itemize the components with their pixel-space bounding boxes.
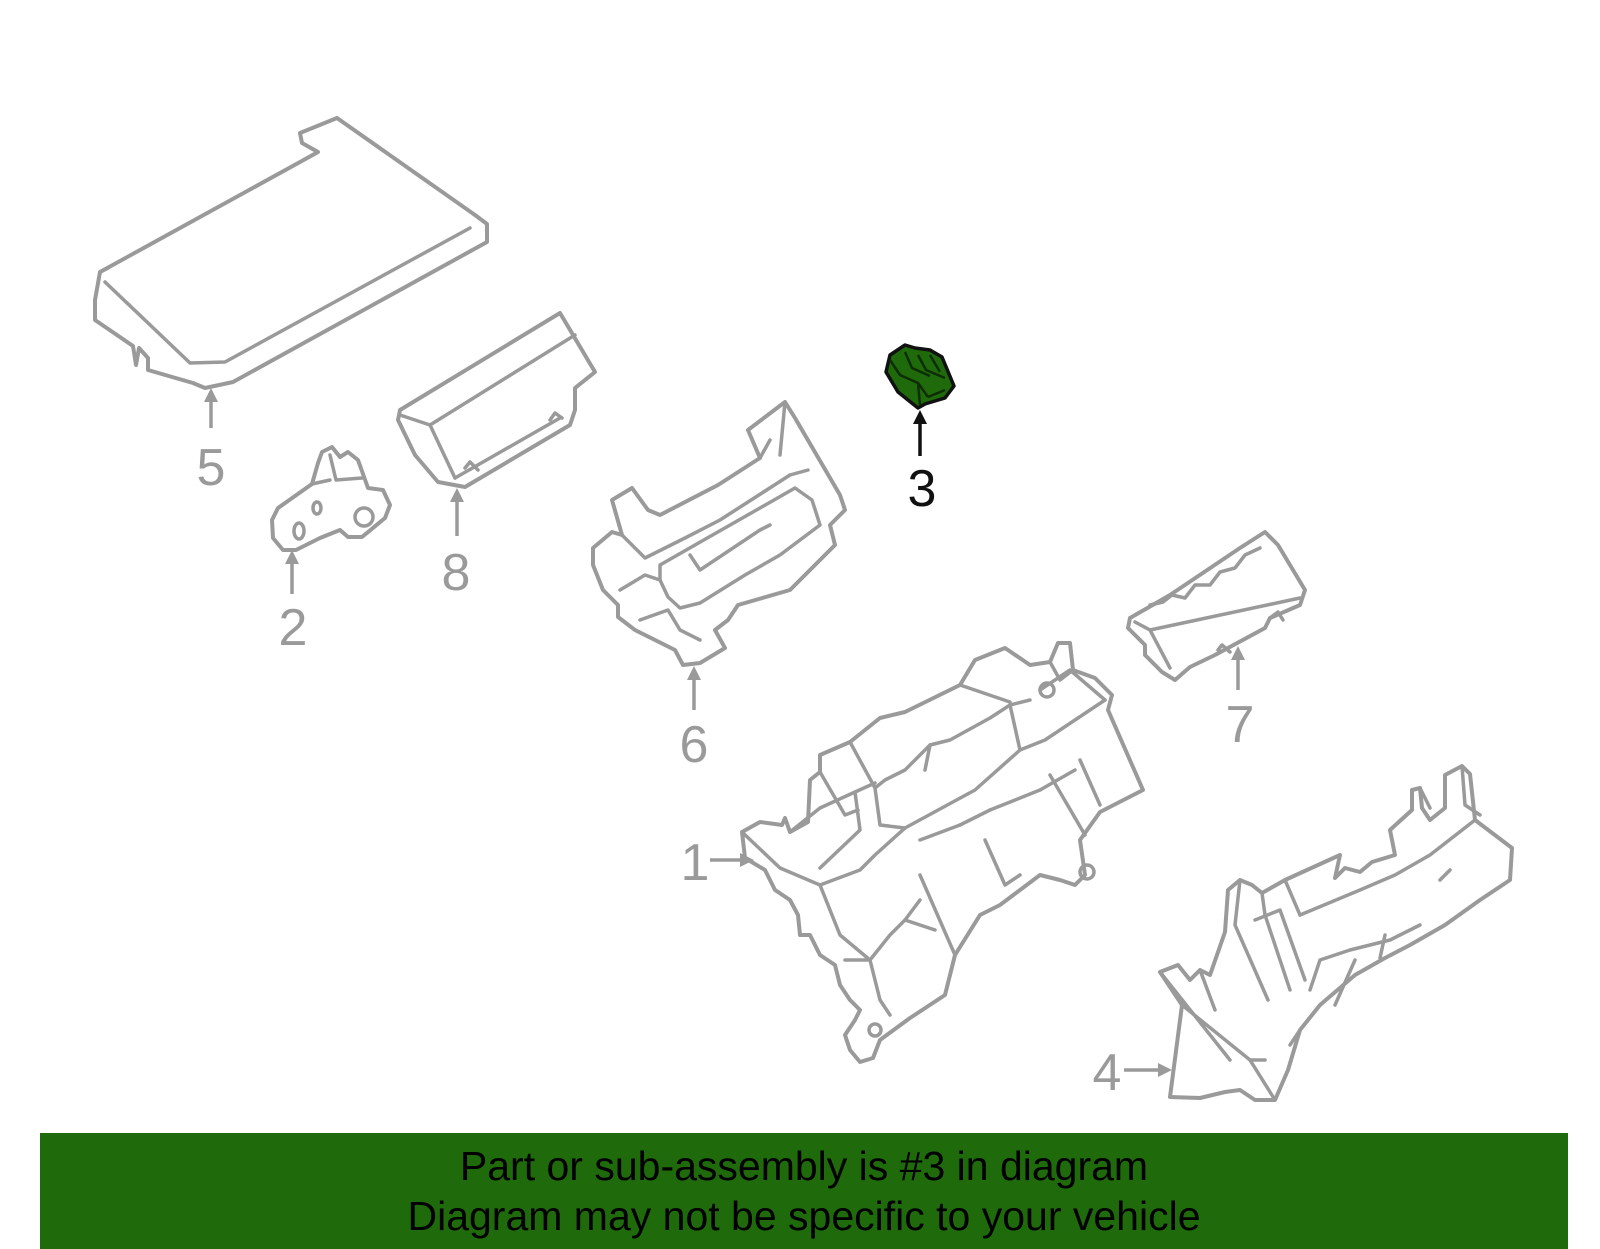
callout-arrow-8 bbox=[450, 488, 464, 536]
callout-arrow-3 bbox=[913, 410, 927, 456]
callout-6: 6 bbox=[680, 716, 709, 774]
callout-arrow-4 bbox=[1124, 1063, 1172, 1077]
part-7-connector bbox=[1126, 530, 1307, 682]
callout-arrow-7 bbox=[1231, 646, 1245, 690]
part-8-relay-block bbox=[396, 311, 597, 489]
callout-arrow-2 bbox=[285, 550, 299, 594]
part-5-cover bbox=[93, 116, 489, 390]
callout-4: 4 bbox=[1093, 1044, 1122, 1102]
part-3-fuse bbox=[884, 343, 956, 410]
callout-2: 2 bbox=[279, 599, 308, 657]
banner-line-disclaimer: Diagram may not be specific to your vehi… bbox=[407, 1193, 1201, 1239]
callout-1: 1 bbox=[681, 834, 710, 892]
callout-7: 7 bbox=[1226, 696, 1255, 754]
callout-5: 5 bbox=[197, 439, 226, 497]
callout-arrow-1 bbox=[710, 853, 754, 867]
part-2-bracket bbox=[270, 445, 392, 552]
part-1-fuse-box bbox=[740, 641, 1145, 1064]
banner-line-part: Part or sub-assembly is #3 in diagram bbox=[459, 1143, 1149, 1189]
part-6-fuse-holder bbox=[591, 400, 847, 667]
callout-arrow-5 bbox=[204, 388, 218, 428]
callout-3: 3 bbox=[908, 460, 937, 518]
part-4-lower-cover bbox=[1158, 764, 1514, 1102]
callout-arrow-6 bbox=[687, 666, 701, 710]
info-banner: Part or sub-assembly is #3 in diagram Di… bbox=[40, 1133, 1568, 1249]
callout-8: 8 bbox=[442, 544, 471, 602]
